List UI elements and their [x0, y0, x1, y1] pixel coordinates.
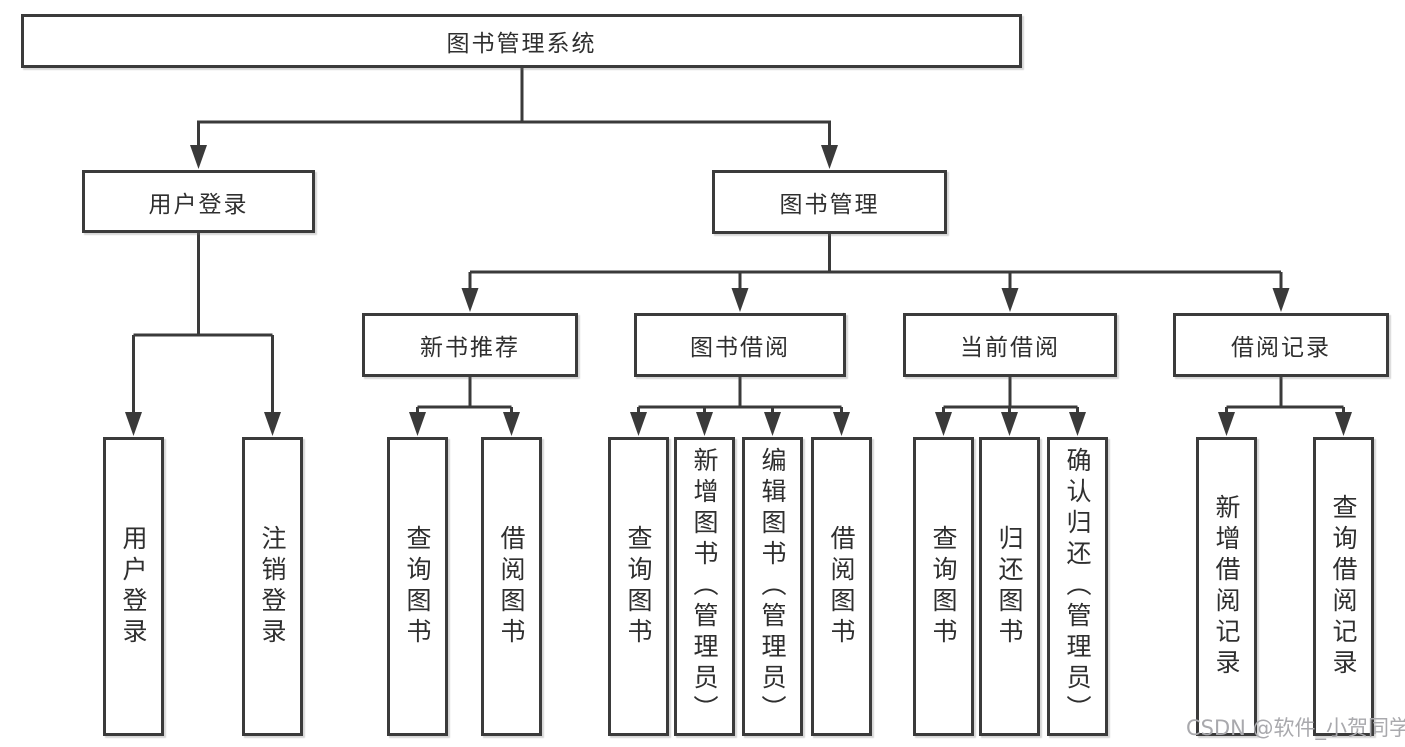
leaf-add-borrow-record-label: 新增借阅记录	[1212, 493, 1241, 680]
node-book-management-label: 图书管理	[779, 192, 880, 218]
leaf-query-books-borrow-label: 查询图书	[624, 524, 653, 649]
leaf-borrow-books-newbook-label: 借阅图书	[497, 524, 526, 649]
leaf-borrow-books-newbook: 借阅图书	[481, 437, 542, 736]
leaf-borrow-books: 借阅图书	[811, 437, 872, 736]
leaf-logout-label: 注销登录	[258, 524, 287, 649]
leaf-edit-books-admin: 编辑图书（管理员）	[742, 437, 803, 736]
connector-arrowheads	[125, 145, 1352, 436]
leaf-confirm-return-admin-label: 确认归还（管理员）	[1063, 447, 1092, 726]
csdn-watermark: CSDN @软件_小贺同学	[1186, 716, 1405, 740]
node-book-borrow-label: 图书借阅	[690, 335, 790, 361]
leaf-query-borrow-record: 查询借阅记录	[1313, 437, 1374, 736]
leaf-add-books-admin: 新增图书（管理员）	[674, 437, 735, 736]
leaf-user-login: 用户登录	[103, 437, 164, 736]
leaf-query-books-newbook: 查询图书	[387, 437, 448, 736]
node-root-label: 图书管理系统	[446, 31, 597, 57]
node-user-login-label: 用户登录	[148, 191, 249, 218]
leaf-borrow-books-label: 借阅图书	[827, 524, 856, 649]
leaf-return-books-label: 归还图书	[995, 524, 1024, 649]
leaf-edit-books-admin-label: 编辑图书（管理员）	[758, 447, 787, 726]
leaf-return-books: 归还图书	[979, 437, 1040, 736]
leaf-query-books-current: 查询图书	[913, 437, 974, 736]
node-current-borrow: 当前借阅	[903, 313, 1117, 377]
node-current-borrow-label: 当前借阅	[960, 335, 1060, 361]
leaf-logout: 注销登录	[242, 437, 303, 736]
leaf-add-books-admin-label: 新增图书（管理员）	[690, 447, 719, 726]
node-user-login: 用户登录	[82, 170, 315, 233]
node-root: 图书管理系统	[21, 14, 1022, 68]
leaf-query-books-newbook-label: 查询图书	[403, 524, 432, 649]
node-book-management: 图书管理	[712, 170, 947, 234]
node-book-borrow: 图书借阅	[634, 313, 846, 377]
node-borrow-records-label: 借阅记录	[1231, 335, 1331, 361]
leaf-confirm-return-admin: 确认归还（管理员）	[1047, 437, 1108, 736]
leaf-add-borrow-record: 新增借阅记录	[1196, 437, 1257, 736]
leaf-query-books-borrow: 查询图书	[608, 437, 669, 736]
node-new-book-recommend: 新书推荐	[362, 313, 578, 377]
leaf-user-login-label: 用户登录	[119, 524, 148, 649]
node-new-book-recommend-label: 新书推荐	[420, 335, 520, 361]
leaf-query-books-current-label: 查询图书	[929, 524, 958, 649]
node-borrow-records: 借阅记录	[1173, 313, 1389, 377]
leaf-query-borrow-record-label: 查询借阅记录	[1329, 493, 1358, 680]
